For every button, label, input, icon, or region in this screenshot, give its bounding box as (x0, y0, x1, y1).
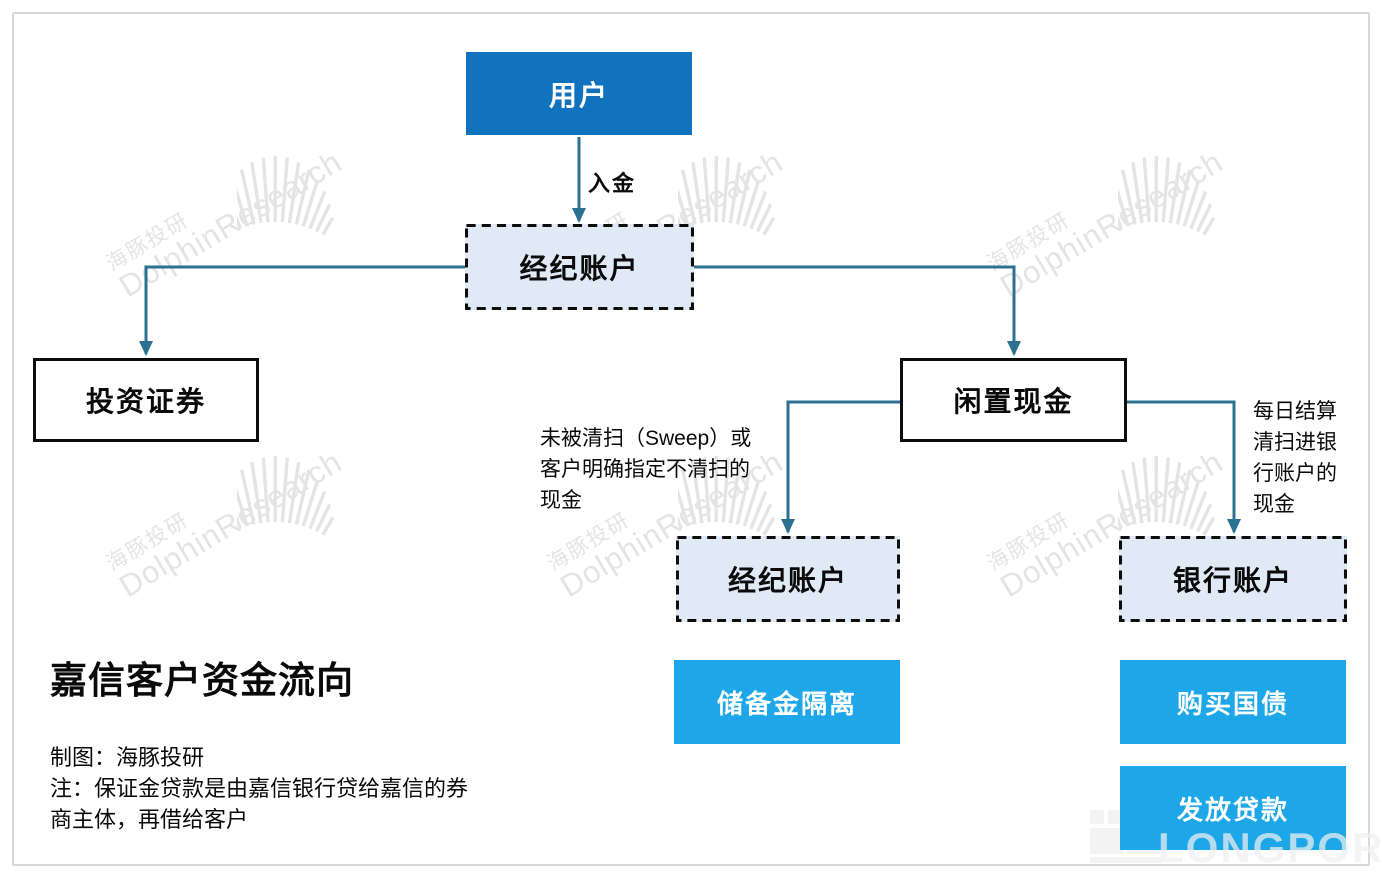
node-label: 闲置现金 (953, 386, 1074, 417)
credit-note: 制图：海豚投研 (50, 745, 205, 770)
longport-watermark-text: LONGPORT (1158, 824, 1382, 871)
footnote-line: 注：保证金贷款是由嘉信银行贷给嘉信的券 (50, 776, 469, 801)
dashed-border (465, 224, 694, 310)
longport-logo-icon (1090, 810, 1104, 824)
unswept-cash-line: 现金 (540, 489, 582, 512)
daily-sweep-line: 行账户的 (1253, 462, 1337, 485)
diagram-title: 嘉信客户资金流向 (50, 660, 354, 701)
footnotes: 制图：海豚投研 注：保证金贷款是由嘉信银行贷给嘉信的券 商主体，再借给客户 (50, 742, 468, 835)
longport-logo-icon (1090, 857, 1162, 863)
daily-sweep-line: 清扫进银 (1253, 431, 1337, 454)
daily-sweep-line: 每日结算 (1253, 400, 1337, 423)
buy-treasury-node: 购买国债 (1120, 660, 1346, 744)
dashed-border (1119, 536, 1347, 622)
edge-idlecash-to-bank (1126, 400, 1241, 534)
longport-logo-icon (1090, 828, 1123, 854)
idle-cash-node: 闲置现金 (900, 358, 1127, 442)
unswept-cash-label: 未被清扫（Sweep）或 客户明确指定不清扫的 现金 (540, 423, 800, 516)
broker-account-top-node: 经纪账户 (465, 224, 694, 310)
daily-sweep-line: 现金 (1253, 493, 1295, 516)
deposit-edge-label: 入金 (588, 171, 637, 196)
unswept-cash-line: 未被清扫（Sweep）或 (540, 427, 752, 450)
reserve-segregation-node: 储备金隔离 (674, 660, 900, 744)
edge-broker-to-idlecash (693, 265, 1021, 356)
node-label: 投资证券 (85, 386, 206, 417)
node-label: 购买国债 (1176, 688, 1289, 719)
unswept-cash-line: 客户明确指定不清扫的 (540, 458, 750, 481)
node-label: 经纪账户 (727, 565, 848, 596)
dashed-border (676, 536, 900, 622)
footnote-line: 商主体，再借给客户 (50, 807, 249, 832)
daily-sweep-label: 每日结算 清扫进银 行账户的 现金 (1253, 396, 1363, 520)
node-label: 发放贷款 (1176, 794, 1289, 825)
edge-idlecash-to-brokersub (781, 400, 900, 534)
node-label: 经纪账户 (519, 253, 640, 284)
broker-account-sub-node: 经纪账户 (676, 536, 900, 622)
page-border (12, 12, 1370, 866)
user-node: 用户 (466, 52, 692, 135)
node-label: 银行账户 (1172, 565, 1293, 596)
node-label: 用户 (548, 79, 609, 111)
edge-broker-to-invest (139, 265, 465, 356)
node-label: 储备金隔离 (716, 688, 857, 719)
issue-loan-node: 发放贷款 (1120, 766, 1346, 850)
invest-securities-node: 投资证券 (33, 358, 259, 442)
bank-account-node: 银行账户 (1119, 536, 1347, 622)
